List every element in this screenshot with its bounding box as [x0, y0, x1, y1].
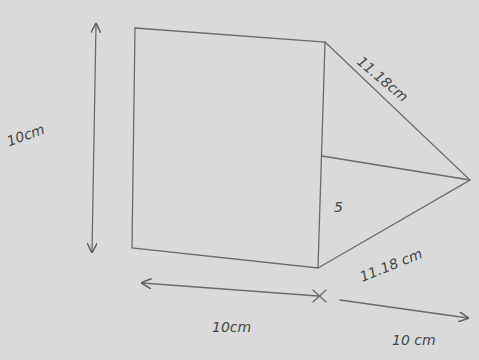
triangle-sides — [318, 42, 470, 268]
dimension-label: 10cm — [212, 320, 251, 334]
dimension-label: 10cm — [5, 122, 47, 149]
dimension-arrow — [340, 300, 468, 318]
triangle-height — [322, 156, 470, 180]
dimension-arrow — [92, 24, 96, 252]
dimension-label: 10 cm — [392, 333, 436, 347]
square-outline — [132, 28, 325, 268]
height-label: 5 — [334, 200, 343, 214]
edge-length-label: 11.18 cm — [358, 246, 424, 284]
dimension-arrow — [142, 283, 318, 296]
corner-mark — [313, 290, 326, 302]
